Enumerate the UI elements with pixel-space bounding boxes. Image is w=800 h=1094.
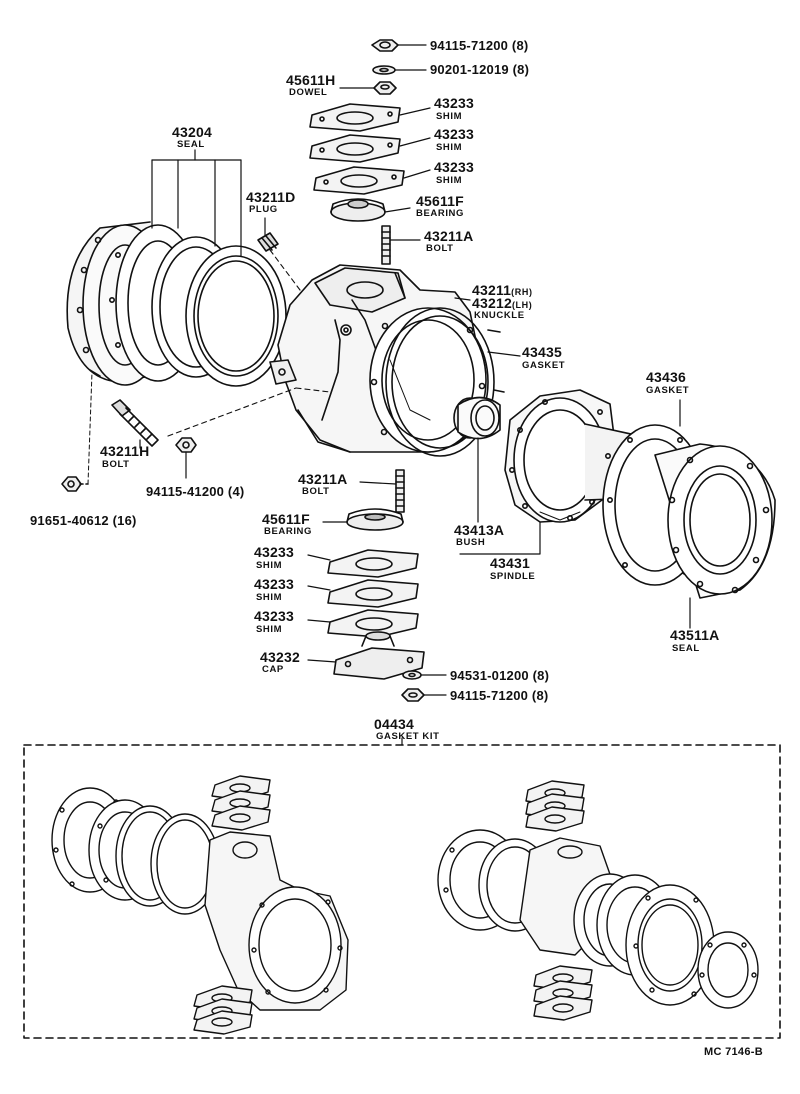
- label-45611F-top-number: 45611F: [416, 193, 464, 209]
- label-94115-71200-bot: 94115-71200 (8): [450, 688, 549, 703]
- label-91651-40612: 91651-40612 (16): [30, 513, 137, 528]
- drawing-code: MC 7146-B: [704, 1046, 763, 1058]
- lower-washer-drawing: [402, 670, 422, 680]
- label-43436-number: 43436: [646, 369, 686, 385]
- lower-bearing-drawing: [346, 508, 404, 531]
- label-94115-41200: 94115-41200 (4): [146, 484, 245, 499]
- label-43212-lh-number: 43212(LH): [472, 296, 532, 310]
- gasket-kit-frame: [23, 744, 781, 1039]
- upper-bearing-drawing: [330, 198, 386, 222]
- upper-shims-drawing: [309, 103, 405, 195]
- label-43211-rh-number: 43211(RH): [472, 283, 533, 297]
- label-94115-71200-top: 94115-71200 (8): [430, 38, 529, 53]
- label-43233-e-name: SHIM: [256, 592, 283, 603]
- bolt-43211H-drawing: [111, 399, 159, 447]
- label-43232-name: CAP: [262, 664, 284, 675]
- lower-nut-drawing: [401, 688, 425, 702]
- knuckle-gasket-drawing: [385, 307, 505, 457]
- lh-suffix: (LH): [511, 300, 533, 310]
- label-43204-number: 43204: [172, 124, 212, 140]
- label-43511A-number: 43511A: [670, 627, 720, 643]
- label-43233-e-number: 43233: [254, 576, 294, 592]
- label-43431-number: 43431: [490, 555, 530, 571]
- label-gasket-kit-name: GASKET KIT: [376, 731, 440, 742]
- label-43233-c-name: SHIM: [436, 175, 463, 186]
- label-43233-d-name: SHIM: [256, 560, 283, 571]
- label-43233-a-number: 43233: [434, 95, 474, 111]
- cap-drawing: [333, 631, 425, 680]
- label-43413A-number: 43413A: [454, 522, 505, 538]
- label-90201-12019: 90201-12019 (8): [430, 62, 530, 77]
- label-45611F-bot-name: BEARING: [264, 526, 313, 537]
- top-nut-drawing: [371, 39, 399, 52]
- bush-drawing: [453, 396, 501, 440]
- label-43233-c-number: 43233: [434, 159, 474, 175]
- label-43435-number: 43435: [522, 344, 562, 360]
- label-43233-b-number: 43233: [434, 126, 474, 142]
- label-43431-name: SPINDLE: [490, 571, 536, 582]
- label-43211A-top-number: 43211A: [424, 228, 474, 244]
- lower-stud-drawing: [395, 469, 405, 513]
- label-43211H-name: BOLT: [102, 459, 130, 470]
- kit-left-assembly-drawing: [51, 775, 349, 1035]
- label-knuckle-name: KNUCKLE: [474, 310, 525, 321]
- label-43211A-top-name: BOLT: [426, 243, 454, 254]
- label-43211H-number: 43211H: [100, 443, 150, 459]
- label-45611F-top-name: BEARING: [416, 208, 465, 219]
- label-43233-f-name: SHIM: [256, 624, 283, 635]
- label-43233-a-name: SHIM: [436, 111, 463, 122]
- label-43233-f-number: 43233: [254, 608, 294, 624]
- label-43211D-number: 43211D: [246, 189, 296, 205]
- label-43232-number: 43232: [260, 649, 300, 665]
- hub-seal-drawing: [654, 443, 776, 599]
- label-43211D-name: PLUG: [249, 204, 278, 215]
- label-45611H-name: DOWEL: [289, 87, 328, 98]
- seal-leader-lines: [151, 149, 242, 257]
- dowel-drawing: [373, 81, 397, 95]
- label-43435-name: GASKET: [522, 360, 566, 371]
- part-number-43211: 43211: [472, 282, 512, 298]
- top-washer-drawing: [372, 65, 396, 75]
- label-94531-01200: 94531-01200 (8): [450, 668, 550, 683]
- leader-lines: [139, 44, 691, 696]
- seal-set-drawing: [66, 221, 287, 387]
- lower-shims-drawing: [327, 549, 419, 638]
- label-43211A-bot-number: 43211A: [298, 471, 348, 487]
- label-43233-d-number: 43233: [254, 544, 294, 560]
- label-gasket-kit-number: 04434: [374, 716, 414, 732]
- rh-suffix: (RH): [511, 287, 533, 297]
- label-43204-name: SEAL: [177, 139, 205, 150]
- label-43413A-name: BUSH: [456, 537, 486, 548]
- nut-94115-41200-drawing: [175, 437, 197, 453]
- label-45611F-bot-number: 45611F: [262, 511, 310, 527]
- label-43211A-bot-name: BOLT: [302, 486, 330, 497]
- nut-91651-40612-drawing: [61, 371, 93, 492]
- label-43233-b-name: SHIM: [436, 142, 463, 153]
- part-number-43212: 43212: [472, 295, 512, 311]
- label-43511A-name: SEAL: [672, 643, 700, 654]
- label-43436-name: GASKET: [646, 385, 690, 396]
- kit-right-assembly-drawing: [437, 780, 759, 1021]
- upper-stud-drawing: [381, 225, 391, 265]
- label-45611H-number: 45611H: [286, 72, 336, 88]
